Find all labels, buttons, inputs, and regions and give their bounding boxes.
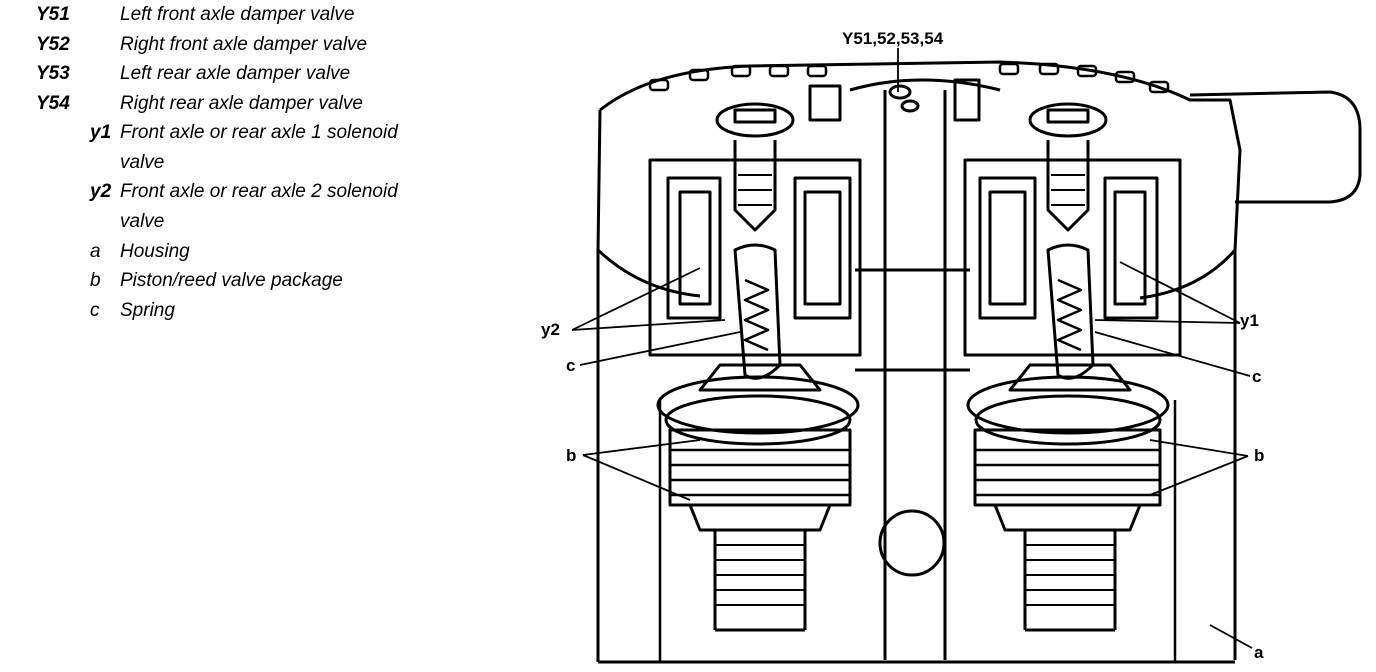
callout-y2: y2 [541,320,560,339]
callout-c-left: c [566,356,576,375]
central-column [808,78,1001,660]
legend-text-b: Piston/reed valve package [120,270,343,291]
legend-text-y54: Right rear axle damper valve [120,93,363,114]
callout-b-right: b [1254,446,1265,465]
leader-lines [571,48,1253,649]
legend-text-y1-cont: valve [120,152,165,173]
callout-b-left: b [566,446,577,465]
legend-code-b: b [90,270,101,291]
callout-a: a [1254,643,1264,662]
legend-code-a: a [90,241,101,262]
legend-code-y51: Y51 [36,4,70,25]
legend-code-y2: y2 [90,181,112,202]
legend-code-y54: Y54 [36,93,70,114]
callout-y1: y1 [1240,311,1259,330]
legend-text-y53: Left rear axle damper valve [120,63,351,84]
legend-text-y52: Right front axle damper valve [120,34,368,55]
callout-c-right: c [1252,367,1262,386]
legend-text-y51: Left front axle damper valve [120,4,355,25]
legend-text-y1: Front axle or rear axle 1 solenoid [120,122,398,143]
left-valve [648,102,862,632]
housing-outline [596,60,1362,664]
housing-teeth [648,62,1170,94]
legend-text-c: Spring [120,300,175,321]
legend-code-y53: Y53 [36,63,70,84]
legend-text-a: Housing [120,241,190,262]
legend-code-y52: Y52 [36,34,70,55]
legend-text-y2: Front axle or rear axle 2 solenoid [120,181,398,202]
right-valve [963,102,1182,632]
callout-y51-54: Y51,52,53,54 [842,29,944,48]
legend-code-y1: y1 [90,122,112,143]
legend-code-c: c [90,300,100,321]
legend-text-y2-cont: valve [120,211,165,232]
